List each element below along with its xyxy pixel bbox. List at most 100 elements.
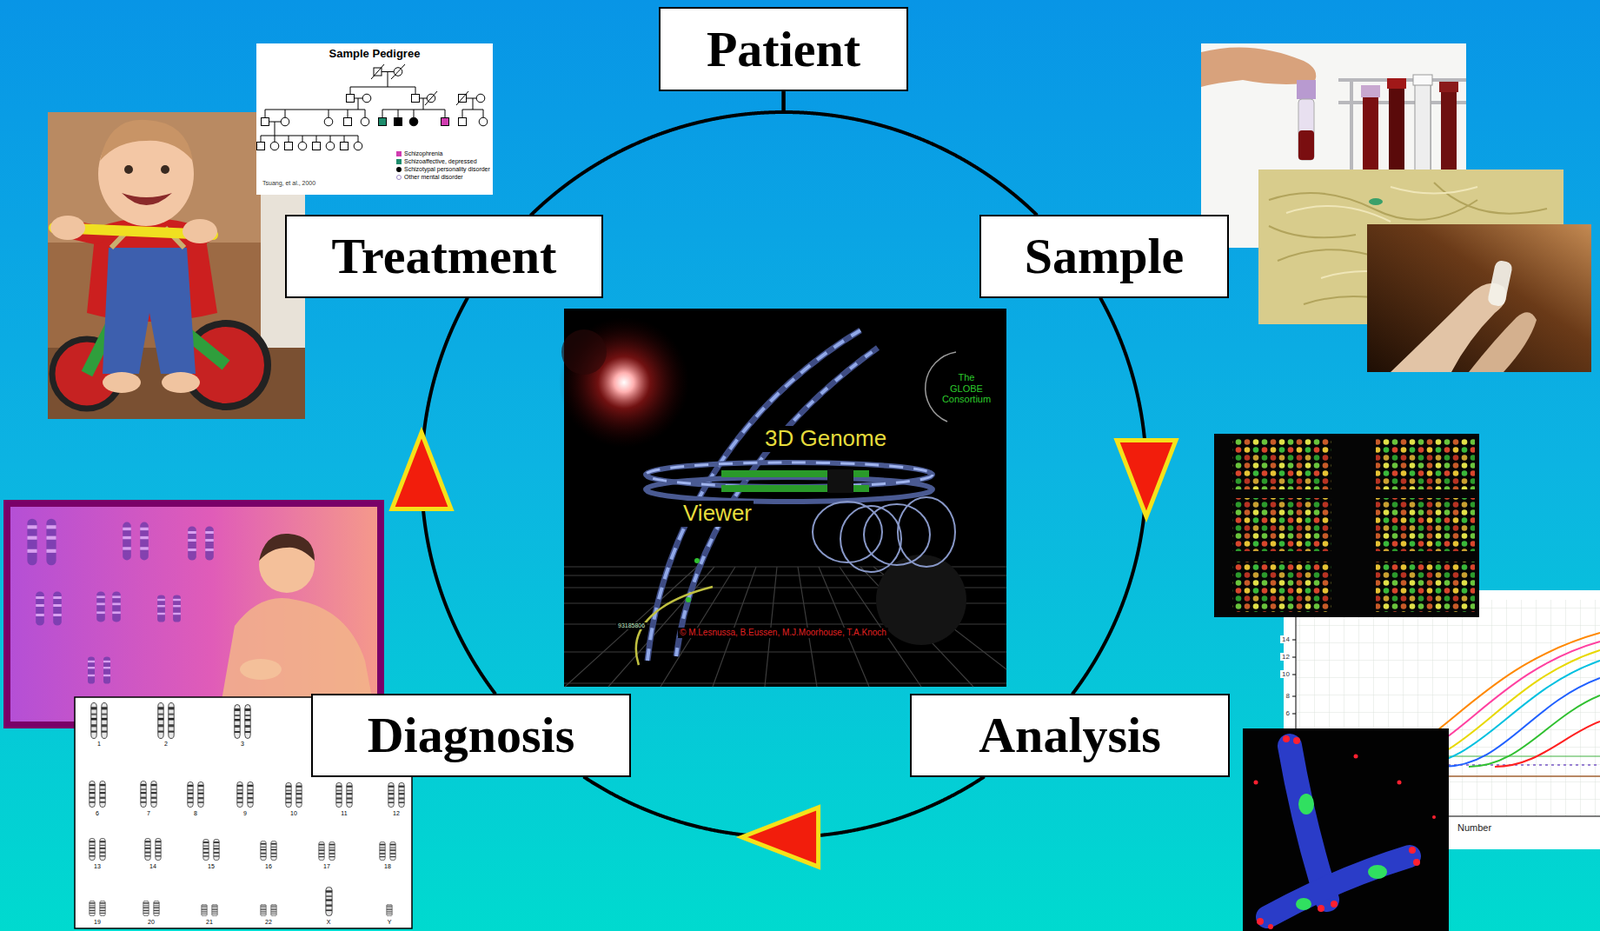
microarray-image xyxy=(1214,433,1480,618)
axis-tick: 12 xyxy=(1280,652,1292,661)
pedigree-chart-part-part xyxy=(411,94,420,103)
baby-photo-part xyxy=(124,165,133,174)
cycle-arrow xyxy=(531,91,784,215)
fish-image-part-part xyxy=(1413,858,1421,866)
chromosome-number: 1 xyxy=(97,740,101,748)
chromosome-number: 2 xyxy=(164,740,168,748)
cycle-step-box: Patient xyxy=(658,6,909,92)
step-label: Sample xyxy=(1024,228,1185,285)
fish-image-part xyxy=(1295,897,1312,910)
pedigree-chart-part-part xyxy=(325,141,335,151)
genome-viewer-image xyxy=(558,308,1007,687)
image-number: 93185806 xyxy=(616,622,647,630)
pedigree-title: Sample Pedigree xyxy=(329,47,421,61)
genome-viewer-image-part xyxy=(876,554,967,645)
fish-image-part xyxy=(1289,745,1328,900)
baby-photo-part xyxy=(160,165,170,174)
karyotype-chart-part xyxy=(318,841,325,860)
sample-tube-photo-part xyxy=(1487,258,1514,307)
cycle-step-box: Sample xyxy=(979,214,1229,299)
karyotype-chart-part xyxy=(153,900,160,917)
arrowhead xyxy=(742,807,819,867)
karyotype-photo-part xyxy=(103,656,111,684)
baby-photo-part xyxy=(121,192,173,206)
pedigree-chart-part-part xyxy=(270,141,279,151)
viewer-title: 3D Genome xyxy=(763,425,889,452)
fish-image-part-part xyxy=(1354,754,1359,759)
step-label: Treatment xyxy=(331,228,558,285)
pedigree-chart-part-part xyxy=(424,91,469,106)
fish-image xyxy=(1242,728,1449,931)
karyotype-chart-part xyxy=(155,837,161,860)
pedigree-chart-part-part xyxy=(340,142,349,151)
karyotype-photo-part xyxy=(172,594,181,622)
karyotype-photo-part xyxy=(122,522,132,561)
pedigree-chart-part-part xyxy=(360,117,370,127)
step-label: Analysis xyxy=(978,707,1162,764)
genome-viewer-image-part xyxy=(645,477,933,502)
karyotype-photo-part xyxy=(35,591,45,626)
karyotype-chart-part xyxy=(168,703,174,739)
fish-image-part-part xyxy=(1254,780,1259,785)
fish-image-part-part xyxy=(1432,815,1436,819)
karyotype-chart-part xyxy=(198,781,204,807)
karyotype-chart-part xyxy=(247,781,253,807)
baby-photo-part xyxy=(102,371,141,393)
chromosome-number: 10 xyxy=(290,809,298,817)
pedigree-chart-part-part xyxy=(441,118,450,127)
karyotype-photo-part xyxy=(46,518,56,566)
axis-tick: 14 xyxy=(1280,635,1292,644)
axis-title: Number xyxy=(1455,822,1494,834)
pedigree-chart-part-part xyxy=(394,118,403,127)
karyotype-chart-part xyxy=(99,900,106,917)
step-label: Diagnosis xyxy=(367,707,576,764)
fish-image-part xyxy=(1267,856,1410,917)
pedigree-chart-part-part xyxy=(257,142,266,151)
pedigree-chart-part-part xyxy=(462,109,484,119)
karyotype-chart-part xyxy=(158,703,164,739)
karyotype-photo-part xyxy=(26,518,37,566)
chromosome-number: 12 xyxy=(392,809,400,817)
chromosome-number: 19 xyxy=(93,918,101,926)
karyotype-chart-part xyxy=(329,841,335,860)
karyotype-photo-part xyxy=(112,590,121,622)
karyotype-chart-part xyxy=(91,703,97,739)
microarray-image-part xyxy=(1214,433,1480,618)
cycle-line xyxy=(1072,298,1147,694)
pedigree-chart-part-part xyxy=(458,118,467,127)
karyotype-photo-part xyxy=(239,658,282,680)
genome-viewer-image-part xyxy=(636,586,713,665)
karyotype-chart-part xyxy=(336,782,342,807)
microarray-image-part xyxy=(1232,497,1332,552)
pedigree-legend: SchizophreniaSchizoaffective, depressedS… xyxy=(396,149,491,181)
chromosome-number: Y xyxy=(387,918,392,926)
legend-text: Schizophrenia xyxy=(404,149,443,158)
karyotype-chart-part xyxy=(296,782,302,807)
qpcr-chart-part-part xyxy=(1442,677,1600,767)
cycle-step-box: Diagnosis xyxy=(311,693,631,777)
legend-entry: Other mental disorder xyxy=(396,172,491,181)
arrowhead xyxy=(391,432,452,510)
karyotype-chart-part xyxy=(346,782,352,807)
pedigree-chart-part-part xyxy=(261,118,270,127)
cell-culture-photo-part xyxy=(1368,198,1383,206)
karyotype-photo-part xyxy=(96,590,106,622)
axis-tick: 8 xyxy=(1284,691,1292,700)
step-label: Patient xyxy=(706,21,861,78)
karyotype-chart-part xyxy=(187,781,193,807)
chromosome-number: 7 xyxy=(146,809,151,817)
legend-swatch xyxy=(396,159,402,165)
microarray-image-part xyxy=(1232,561,1332,612)
karyotype-photo-part xyxy=(258,533,315,561)
sample-tube-photo-part xyxy=(1468,312,1537,372)
legend-entry: Schizotypal personality disorder xyxy=(396,165,491,173)
karyotype-chart-part xyxy=(285,782,292,807)
genome-viewer-image-part xyxy=(558,317,690,448)
karyotype-chart-part xyxy=(89,900,95,917)
baby-photo-part xyxy=(161,371,200,393)
karyotype-chart-part xyxy=(99,780,106,807)
cycle-step-box: Treatment xyxy=(285,214,604,299)
